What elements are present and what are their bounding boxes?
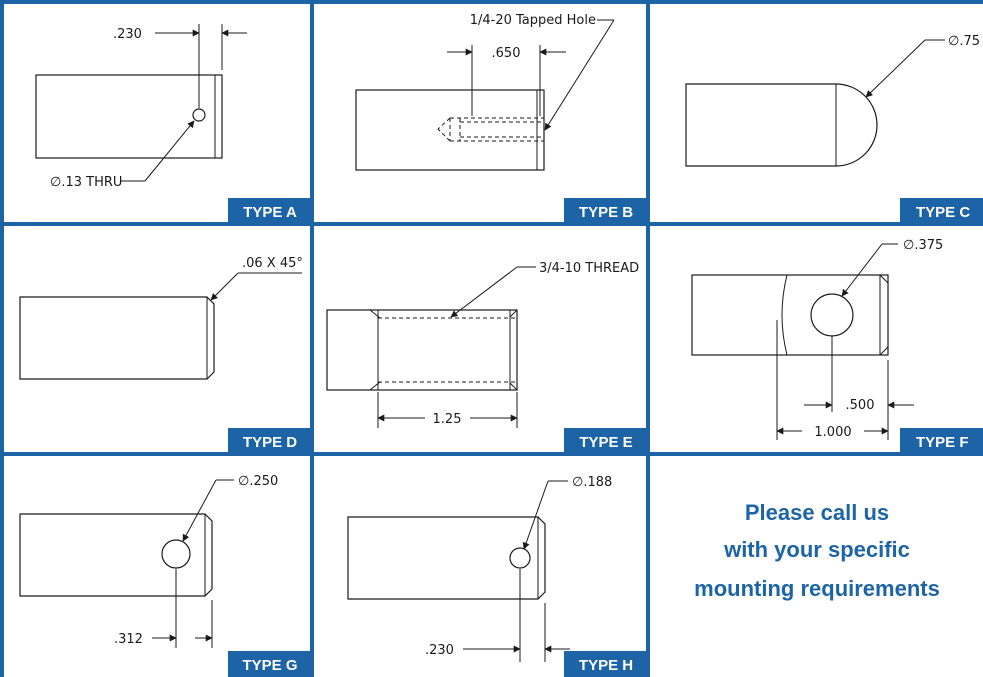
dimension-label-offset: .230 xyxy=(425,643,454,658)
type-badge xyxy=(228,198,312,224)
type-label: TYPE G xyxy=(242,657,297,674)
type-badge xyxy=(228,651,312,677)
dimension-label-offset: .500 xyxy=(846,398,875,413)
panel-type-h: ∅.188 .230 TYPE H xyxy=(347,475,648,677)
dimension-label-depth: .650 xyxy=(492,46,521,61)
tapped-hole-label: 1/4-20 Tapped Hole xyxy=(470,13,596,28)
message-line-3: mounting requirements xyxy=(694,576,940,601)
type-label: TYPE C xyxy=(916,204,970,221)
type-label: TYPE A xyxy=(243,204,297,221)
panel-type-a: .230 ∅.13 THRU TYPE A xyxy=(35,24,312,224)
panel-type-e: 3/4-10 THREAD 1.25 TYPE E xyxy=(326,261,648,454)
part-drawing-c xyxy=(685,39,945,167)
dimension-label-offset: .312 xyxy=(114,632,143,647)
type-badge xyxy=(564,651,648,677)
diameter-label: ∅.75 xyxy=(948,34,980,49)
part-drawing-e xyxy=(326,266,536,428)
part-drawing-d xyxy=(19,272,302,380)
panel-type-d: .06 X 45° TYPE D xyxy=(19,256,312,454)
type-label: TYPE E xyxy=(579,434,632,451)
part-drawing-h xyxy=(347,480,570,662)
hole-callout-label: ∅.13 THRU xyxy=(50,175,122,190)
panel-type-g: ∅.250 .312 TYPE G xyxy=(19,474,312,677)
part-drawing-a xyxy=(35,24,247,182)
type-badge xyxy=(564,198,648,224)
contact-message: Please call us with your specific mounti… xyxy=(694,500,940,601)
part-drawing-g xyxy=(19,479,234,648)
type-label: TYPE H xyxy=(579,657,633,674)
diameter-label: ∅.375 xyxy=(903,238,943,253)
type-badge xyxy=(564,428,648,454)
part-drawing-b xyxy=(355,19,615,171)
chamfer-label: .06 X 45° xyxy=(242,256,303,271)
type-badge xyxy=(900,428,983,452)
message-line-2: with your specific xyxy=(723,537,910,562)
type-label: TYPE F xyxy=(916,434,969,451)
dimension-label-width: 1.000 xyxy=(814,425,851,440)
panel-type-f: ∅.375 .500 1.000 TYPE F xyxy=(691,238,983,452)
diameter-label: ∅.188 xyxy=(572,475,612,490)
dimension-label-length: 1.25 xyxy=(433,412,462,427)
panel-type-b: 1/4-20 Tapped Hole .650 TYPE B xyxy=(355,13,648,224)
type-badge xyxy=(228,428,312,454)
diameter-label: ∅.250 xyxy=(238,474,278,489)
thread-label: 3/4-10 THREAD xyxy=(539,261,639,276)
message-line-1: Please call us xyxy=(745,500,889,525)
type-label: TYPE B xyxy=(579,204,633,221)
type-label: TYPE D xyxy=(243,434,297,451)
dimension-label-offset: .230 xyxy=(113,27,142,42)
part-drawing-f xyxy=(691,243,914,440)
type-badge xyxy=(900,198,983,222)
panel-type-c: ∅.75 TYPE C xyxy=(685,34,983,222)
